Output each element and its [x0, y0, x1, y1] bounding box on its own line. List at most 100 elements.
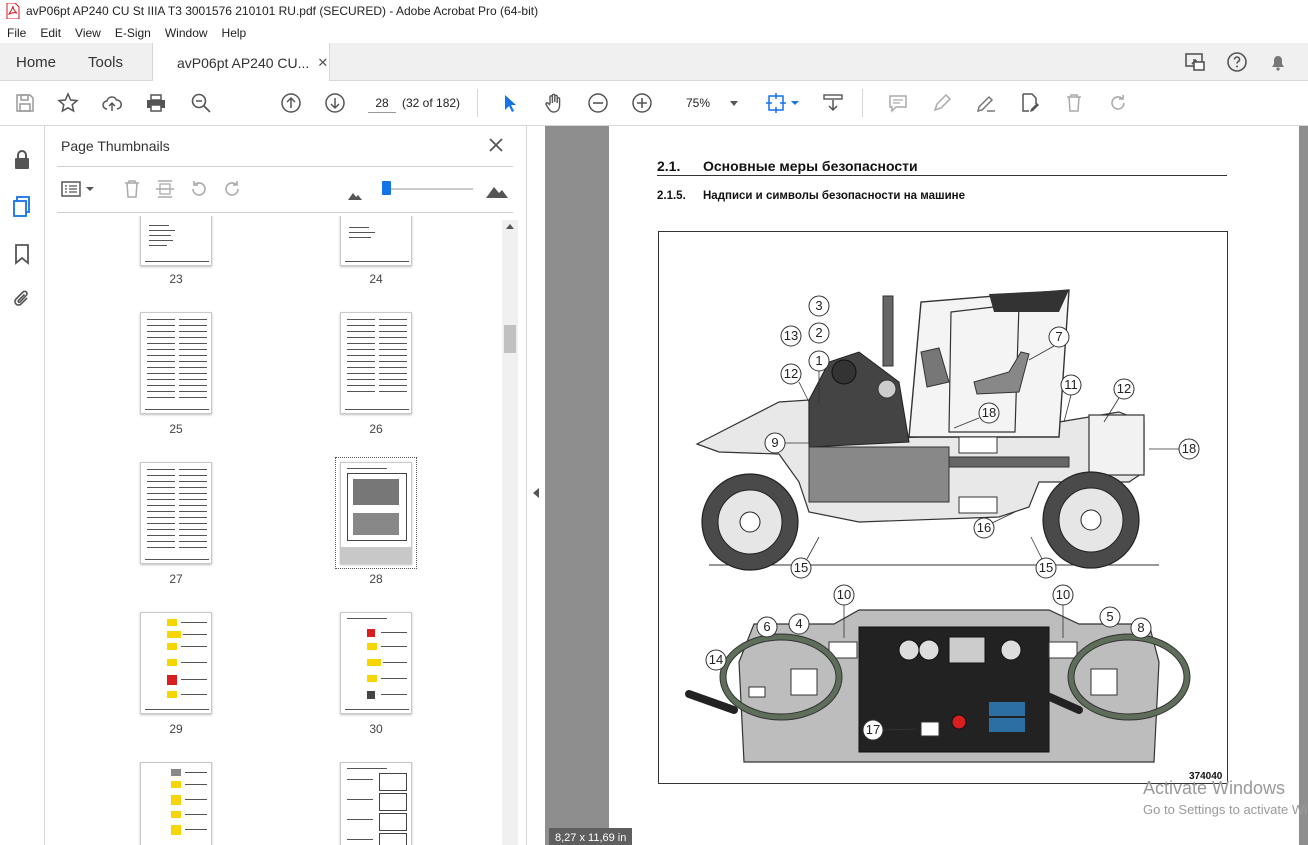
menu-edit[interactable]: Edit	[40, 25, 62, 40]
callout-label: 7	[1055, 329, 1063, 344]
small-thumbnail-icon[interactable]	[347, 184, 363, 206]
tab-tools[interactable]: Tools	[88, 53, 124, 71]
pdf-file-icon	[6, 3, 20, 19]
upload-share-button[interactable]	[100, 91, 124, 115]
next-page-button[interactable]	[323, 91, 347, 115]
callout-label: 14	[708, 652, 724, 667]
thumbnail-page-24[interactable]	[340, 216, 412, 266]
section-title: Основные меры безопасности	[703, 158, 918, 174]
thumbnail-figure-frame	[347, 473, 407, 541]
thumbnail-figure-machine	[353, 479, 399, 505]
help-icon[interactable]	[1225, 50, 1249, 74]
menu-esign[interactable]: E-Sign	[114, 25, 151, 40]
callout-label: 8	[1137, 620, 1145, 635]
menu-view[interactable]: View	[75, 25, 101, 40]
callout-label: 4	[795, 616, 803, 631]
menu-help[interactable]: Help	[221, 25, 247, 40]
subsection-title: Надписи и символы безопасности на машине	[703, 190, 965, 202]
scroll-mode-button[interactable]	[821, 91, 845, 115]
large-thumbnail-icon[interactable]	[485, 180, 509, 202]
document-viewer[interactable]: 2.1.Основные меры безопасности 2.1.5.Над…	[545, 126, 1308, 845]
thumbnail-page-26[interactable]	[340, 312, 412, 414]
menu-file[interactable]: File	[7, 25, 27, 40]
thumbnail-viewport-overlay	[341, 547, 411, 563]
trash-icon[interactable]	[121, 178, 143, 200]
callout-label: 9	[771, 435, 779, 450]
extract-pages-icon[interactable]	[154, 178, 176, 200]
select-tool-button[interactable]	[498, 91, 522, 115]
callout-layer	[705, 295, 1200, 741]
thumbnail-page-31[interactable]	[140, 762, 212, 845]
zoom-in-button[interactable]	[630, 91, 654, 115]
chevron-left-icon[interactable]	[532, 488, 540, 498]
page-number-input[interactable]: 28	[368, 93, 396, 113]
bookmark-star-button[interactable]	[56, 91, 80, 115]
print-button[interactable]	[144, 91, 168, 115]
save-button[interactable]	[13, 91, 37, 115]
callout-label: 15	[1038, 560, 1054, 575]
scrollbar-thumb[interactable]	[504, 325, 516, 353]
thumbnail-page-29[interactable]	[140, 612, 212, 714]
thumbnail-label: 24	[369, 272, 383, 286]
edit-pdf-button[interactable]	[1018, 91, 1042, 115]
tab-home[interactable]: Home	[16, 53, 57, 71]
fit-page-icon	[766, 93, 799, 113]
scroll-down-icon	[823, 94, 843, 112]
rotate-right-icon[interactable]	[221, 178, 243, 200]
sign-button[interactable]	[974, 91, 998, 115]
rotate-left-icon[interactable]	[188, 178, 210, 200]
upload-cloud-icon	[102, 96, 122, 111]
lock-icon[interactable]	[10, 148, 34, 172]
thumbnail-scrollbar[interactable]	[502, 220, 518, 845]
thumbnail-page-32[interactable]	[340, 762, 412, 845]
notifications-bell-icon[interactable]	[1266, 50, 1290, 74]
thumbnail-options-icon[interactable]	[61, 178, 97, 200]
highlight-button[interactable]	[930, 91, 954, 115]
menu-window[interactable]: Window	[164, 25, 208, 40]
thumbnail-size-track[interactable]	[385, 188, 473, 190]
close-tab-icon[interactable]: ✕	[317, 54, 329, 70]
thumbnail-page-30[interactable]	[340, 612, 412, 714]
find-zoom-button[interactable]	[189, 91, 213, 115]
attachment-paperclip-icon[interactable]	[10, 287, 34, 311]
zoom-level-select[interactable]: 75%	[676, 93, 742, 113]
machine-illustration	[685, 289, 1191, 763]
plus-circle-icon	[632, 93, 652, 113]
page-fit-button[interactable]	[765, 91, 801, 115]
delete-button[interactable]	[1062, 91, 1086, 115]
page-thumbnails-icon[interactable]	[10, 194, 34, 218]
pdf-page: 2.1.Основные меры безопасности 2.1.5.Над…	[609, 126, 1299, 845]
zoom-level-value: 75%	[686, 96, 711, 110]
comment-button[interactable]	[886, 91, 910, 115]
callout-label: 3	[815, 298, 823, 313]
thumbnail-page-25[interactable]	[140, 312, 212, 414]
thumbnail-label: 29	[169, 722, 183, 736]
redo-button[interactable]	[1106, 91, 1130, 115]
left-rail	[0, 126, 45, 845]
hand-tool-button[interactable]	[542, 91, 566, 115]
thumbnail-page-23[interactable]	[140, 216, 212, 266]
bookmark-icon[interactable]	[10, 242, 34, 266]
panel-title: Page Thumbnails	[61, 138, 170, 154]
heading-rule	[657, 175, 1227, 176]
thumbnail-label: 25	[169, 422, 183, 436]
thumbnail-page-27[interactable]	[140, 462, 212, 564]
callout-label: 5	[1106, 609, 1114, 624]
page-count: (32 of 182)	[402, 96, 461, 110]
tab-bar: Home Tools avP06pt AP240 CU... ✕	[0, 43, 1308, 82]
zoom-out-button[interactable]	[586, 91, 610, 115]
thumbnail-size-slider[interactable]	[382, 181, 391, 195]
save-icon	[16, 94, 34, 112]
panel-divider	[57, 212, 513, 213]
tab-document[interactable]: avP06pt AP240 CU... ✕	[152, 43, 330, 82]
scroll-up-arrow-icon[interactable]	[506, 224, 514, 229]
subsection-heading: 2.1.5.Надписи и символы безопасности на …	[657, 190, 965, 202]
toolbar-divider	[477, 89, 478, 117]
thumbnail-page-28-selected[interactable]	[335, 457, 417, 569]
callout-label: 2	[815, 325, 823, 340]
thumbnail-label: 26	[369, 422, 383, 436]
panel-collapse-handle[interactable]	[527, 126, 545, 845]
share-screen-icon[interactable]	[1183, 50, 1207, 74]
close-icon[interactable]	[487, 136, 505, 154]
previous-page-button[interactable]	[279, 91, 303, 115]
